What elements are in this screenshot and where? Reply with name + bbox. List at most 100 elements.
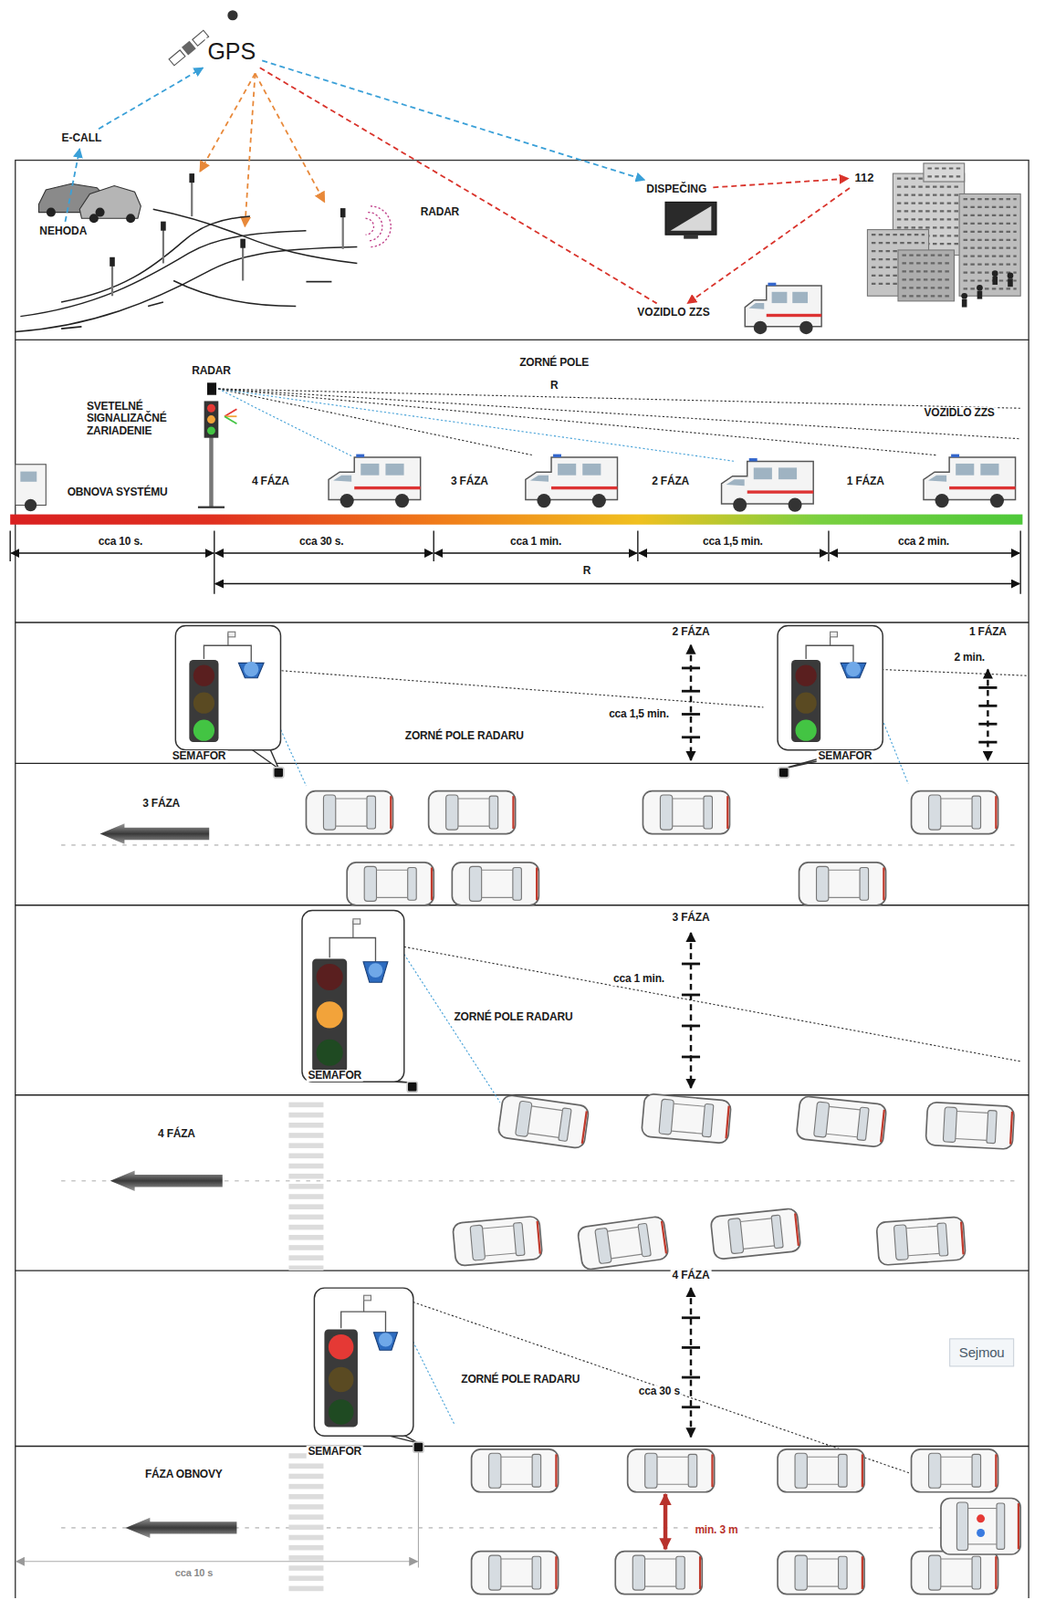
wheel (340, 493, 355, 508)
rear-window (838, 1556, 848, 1589)
car-body (710, 1208, 801, 1261)
time-label: cca 1 min. (508, 535, 564, 549)
ambulance-icon (721, 458, 815, 513)
roof-line (955, 1139, 987, 1141)
ambulance-body (525, 457, 618, 501)
car-icon (795, 1096, 887, 1149)
radar-beam (218, 388, 533, 456)
ambulance-window (360, 463, 379, 476)
signal-base (198, 506, 225, 509)
rear-window (688, 1453, 698, 1487)
car-body (346, 862, 434, 906)
callout-bubble (777, 625, 883, 750)
flag (228, 631, 236, 638)
radar-pole (111, 265, 114, 297)
window-row (963, 214, 1017, 217)
taillight (794, 1212, 800, 1246)
light-housing (188, 659, 219, 742)
signal-light (316, 963, 344, 991)
car-body (925, 1101, 1014, 1150)
ambulance-window (557, 463, 576, 476)
signal-head (204, 400, 220, 438)
wheel (125, 213, 136, 223)
car-body (497, 1094, 590, 1150)
ambulance-body (328, 457, 421, 501)
taillight (554, 1453, 557, 1487)
window-row (897, 186, 961, 189)
taillight (726, 795, 729, 829)
crosswalk-stripe (288, 1153, 324, 1160)
crosswalk-stripe (288, 1193, 324, 1200)
windshield (658, 1098, 675, 1135)
rear-window (532, 1453, 542, 1487)
roof-line (501, 1483, 533, 1485)
window-row (963, 239, 1017, 241)
light-housing (791, 659, 821, 742)
dimension-tick (637, 530, 638, 562)
building (959, 193, 1021, 296)
car-icon (305, 791, 393, 835)
car-icon (346, 862, 434, 906)
taillight (535, 867, 538, 900)
windshield (469, 866, 481, 901)
window-row (897, 193, 961, 196)
marker-tick (978, 741, 997, 744)
roof-line (657, 1483, 689, 1485)
crosswalk-stripe (288, 1173, 324, 1180)
roof-line (940, 1456, 972, 1458)
car-icon (710, 1208, 801, 1261)
window-row (871, 241, 925, 244)
marker-tick (978, 704, 997, 708)
radar-beam (218, 388, 352, 457)
taillight (861, 1453, 864, 1487)
ambulance-window (778, 467, 797, 480)
dimension-tick (10, 530, 11, 562)
roof-line (657, 1456, 689, 1458)
windshield (794, 1452, 807, 1488)
phase-label: 1 FÁZA (967, 626, 1009, 639)
gps-signal (244, 73, 255, 228)
signal-connector (98, 67, 203, 129)
rear-window (937, 1222, 949, 1256)
panel-line (15, 621, 1029, 623)
windshield (728, 1218, 744, 1254)
hospital-buildings (867, 163, 1021, 302)
windshield (632, 1555, 645, 1590)
roof-line (481, 897, 513, 899)
windshield (323, 794, 335, 830)
roof-line (484, 1253, 516, 1256)
device-label: SVETELNÉ SIGNALIZAČNÉ ZARIADENIE (84, 400, 173, 439)
radar-head (340, 208, 346, 218)
radar-field-line (399, 946, 1021, 1062)
beacon-lens (243, 661, 259, 677)
ambulance-part (15, 464, 47, 512)
person-head (976, 284, 983, 292)
signal-light (207, 415, 216, 424)
phase-label: 4 FÁZA (670, 1269, 712, 1283)
roof-line (501, 1558, 533, 1560)
callout-tail (250, 749, 279, 769)
marker-tick (978, 686, 997, 690)
ambulance-icon (328, 454, 421, 509)
marker-tick (681, 1376, 701, 1380)
time-label: cca 1 min. (611, 973, 667, 987)
marker-tick (681, 712, 701, 716)
roof-line (376, 897, 408, 899)
window-row (963, 230, 1017, 233)
bracket (341, 1311, 387, 1333)
windshield (929, 794, 941, 830)
phase-label: 3 FÁZA (449, 475, 491, 489)
rear-window (532, 1556, 542, 1589)
ambulance-window (753, 467, 773, 480)
taillight (994, 1453, 997, 1487)
radar-beam (218, 388, 937, 456)
dimension-tick (213, 530, 215, 594)
ambulance-window (748, 303, 764, 310)
range-label: R (581, 564, 593, 578)
radar-beam (218, 388, 735, 461)
callout-bubble (175, 625, 281, 750)
window-row (963, 262, 1017, 265)
signal-connector (260, 67, 658, 304)
phase-label: 1 FÁZA (845, 475, 887, 489)
marker-tick (978, 722, 997, 726)
